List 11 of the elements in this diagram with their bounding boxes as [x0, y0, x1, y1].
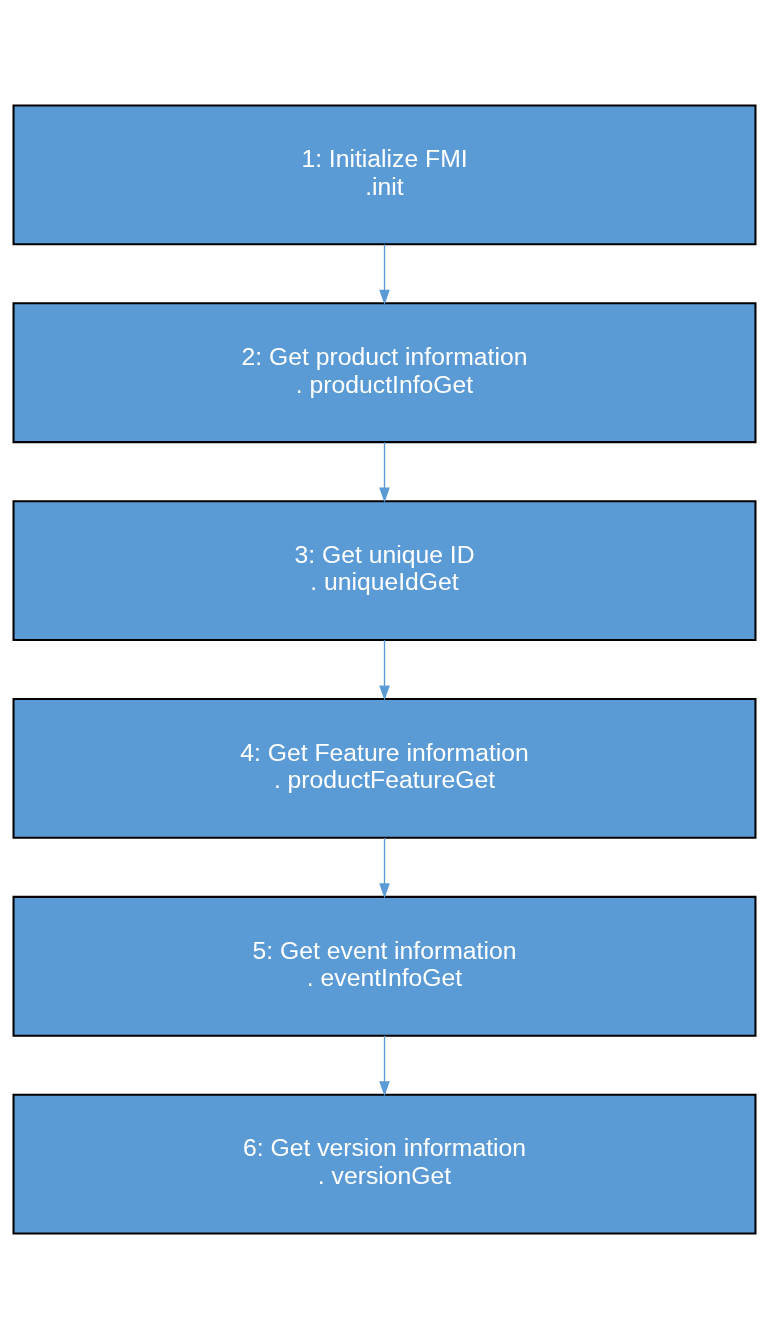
node-box: 2: Get product information . productInfoGet [12, 301, 757, 443]
node-box: 3: Get unique ID . uniqueIdGet [12, 499, 757, 641]
arrow [379, 243, 390, 305]
node-box: 6: Get version information . versionGet [12, 1093, 757, 1235]
node-box: 5: Get event information . eventInfoGet [12, 895, 757, 1037]
arrow [379, 836, 390, 898]
arrow [379, 1034, 390, 1096]
node-box: 4: Get Feature information . productFeatureGet [12, 697, 757, 839]
arrow [379, 639, 390, 701]
arrow [379, 441, 390, 503]
node-box: 1: Initialize FMI .init [12, 103, 757, 245]
